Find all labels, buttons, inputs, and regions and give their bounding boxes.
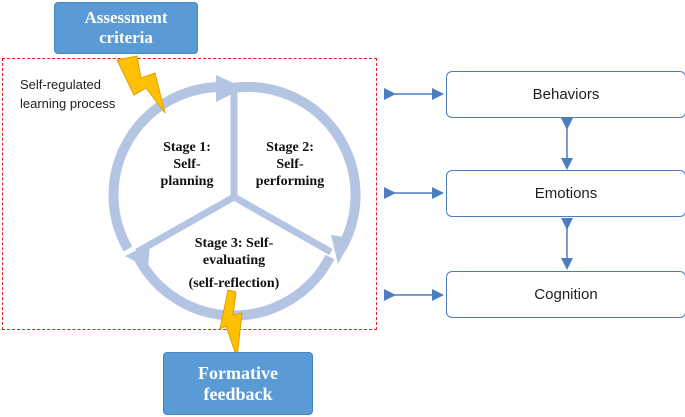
stage-1-line2: Self- [173,156,201,172]
assessment-criteria-line2: criteria [99,28,153,47]
stage-1-line3: planning [160,173,214,189]
cognition-box: Cognition [446,271,685,318]
behaviors-box: Behaviors [446,71,685,118]
stage-3-line3: (self-reflection) [188,275,280,291]
cycle-arrowhead-1 [216,75,244,102]
srl-label-line1: Self-regulated [20,77,101,92]
srl-label-line2: learning process [20,95,116,111]
srl-label: Self-regulated learning process [20,76,115,114]
cycle-divider-right [232,193,333,256]
stage-3-label: Stage 3: Self- evaluating (self-reflecti… [170,236,298,292]
cycle-divider-left [135,193,236,256]
formative-feedback-box: Formative feedback [163,352,313,415]
emotions-label: Emotions [534,185,598,202]
lightning-top-icon [116,55,166,114]
cycle-arc-3 [108,82,237,252]
cycle-arc-1 [231,81,361,252]
stage-2-line1: Stage 2: [266,140,314,155]
stage-2-line2: Self- [276,156,304,172]
stage-3-line2: evaluating [202,252,266,268]
emotions-box: Emotions [446,170,685,217]
stage-2-label: Stage 2: Self- performing [240,140,340,190]
stage-2-line3: performing [255,173,325,189]
behaviors-label: Behaviors [532,86,600,103]
srl-region-border [2,58,377,330]
formative-feedback-line1: Formative [198,362,278,383]
assessment-criteria-box: Assessment criteria [54,2,198,54]
assessment-criteria-line1: Assessment [84,8,168,28]
cognition-label: Cognition [534,286,598,303]
cycle-arrowhead-2 [331,235,352,264]
formative-feedback-line2: feedback [203,383,273,404]
stage-1-label: Stage 1: Self- planning [150,140,224,190]
stage-1-line1: Stage 1: [163,140,211,155]
lightning-bottom-icon [219,289,243,359]
stage-3-line1: Stage 3: Self- [194,236,274,251]
